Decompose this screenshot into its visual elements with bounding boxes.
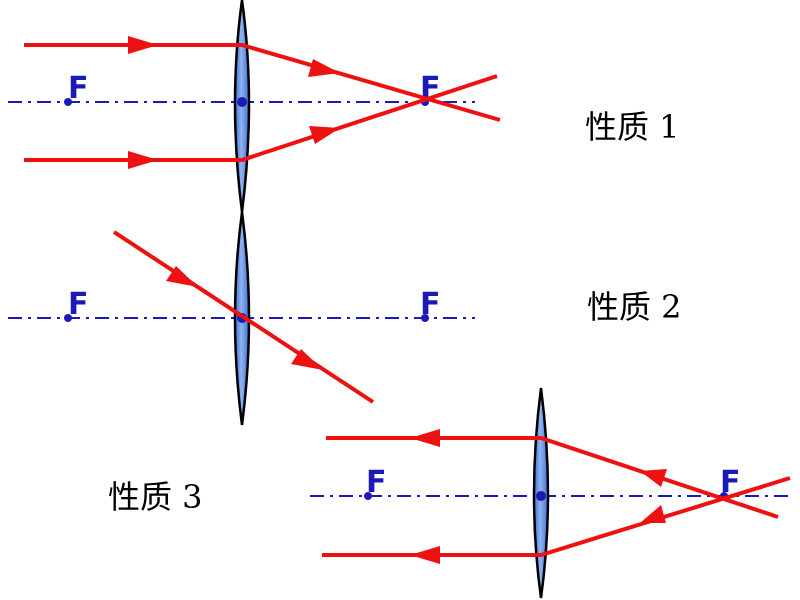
arrow-marker	[410, 429, 440, 447]
arrow-marker	[410, 546, 440, 564]
caption-property-3: 性质 3	[108, 478, 203, 516]
focus-point-right	[421, 314, 429, 322]
arrow-marker	[308, 59, 340, 77]
focus-label-left: F	[68, 71, 89, 106]
panel-3: F F 性质 3	[108, 387, 791, 599]
ray-incident-parallel-top	[24, 43, 501, 122]
focus-point-left	[64, 98, 72, 106]
caption-property-2: 性质 2	[587, 288, 682, 326]
focus-point-left	[64, 314, 72, 322]
arrow-marker	[128, 151, 158, 169]
lens-center-dot	[536, 491, 546, 501]
arrow-marker	[166, 266, 198, 287]
focus-label-left: F	[68, 287, 89, 322]
arrow-marker	[309, 126, 340, 144]
lens-center-dot	[237, 97, 247, 107]
arrow-marker	[128, 36, 158, 54]
ray-through-focus-bottom	[322, 476, 791, 557]
panel-1: F F 性质 1	[8, 0, 680, 213]
ray-incident-parallel-bottom	[24, 74, 498, 162]
focus-point-left	[364, 492, 372, 500]
arrow-marker	[640, 505, 666, 523]
ray-through-optical-center	[112, 230, 375, 404]
focus-label-right: F	[420, 287, 441, 322]
ray-through-focus-top	[326, 436, 779, 519]
arrow-marker	[640, 469, 667, 487]
arrow-marker	[291, 349, 323, 370]
panel-2: F F 性质 2	[8, 211, 682, 426]
focus-label-left: F	[366, 465, 387, 500]
focus-label-right: F	[720, 465, 741, 500]
caption-property-1: 性质 1	[585, 108, 680, 146]
